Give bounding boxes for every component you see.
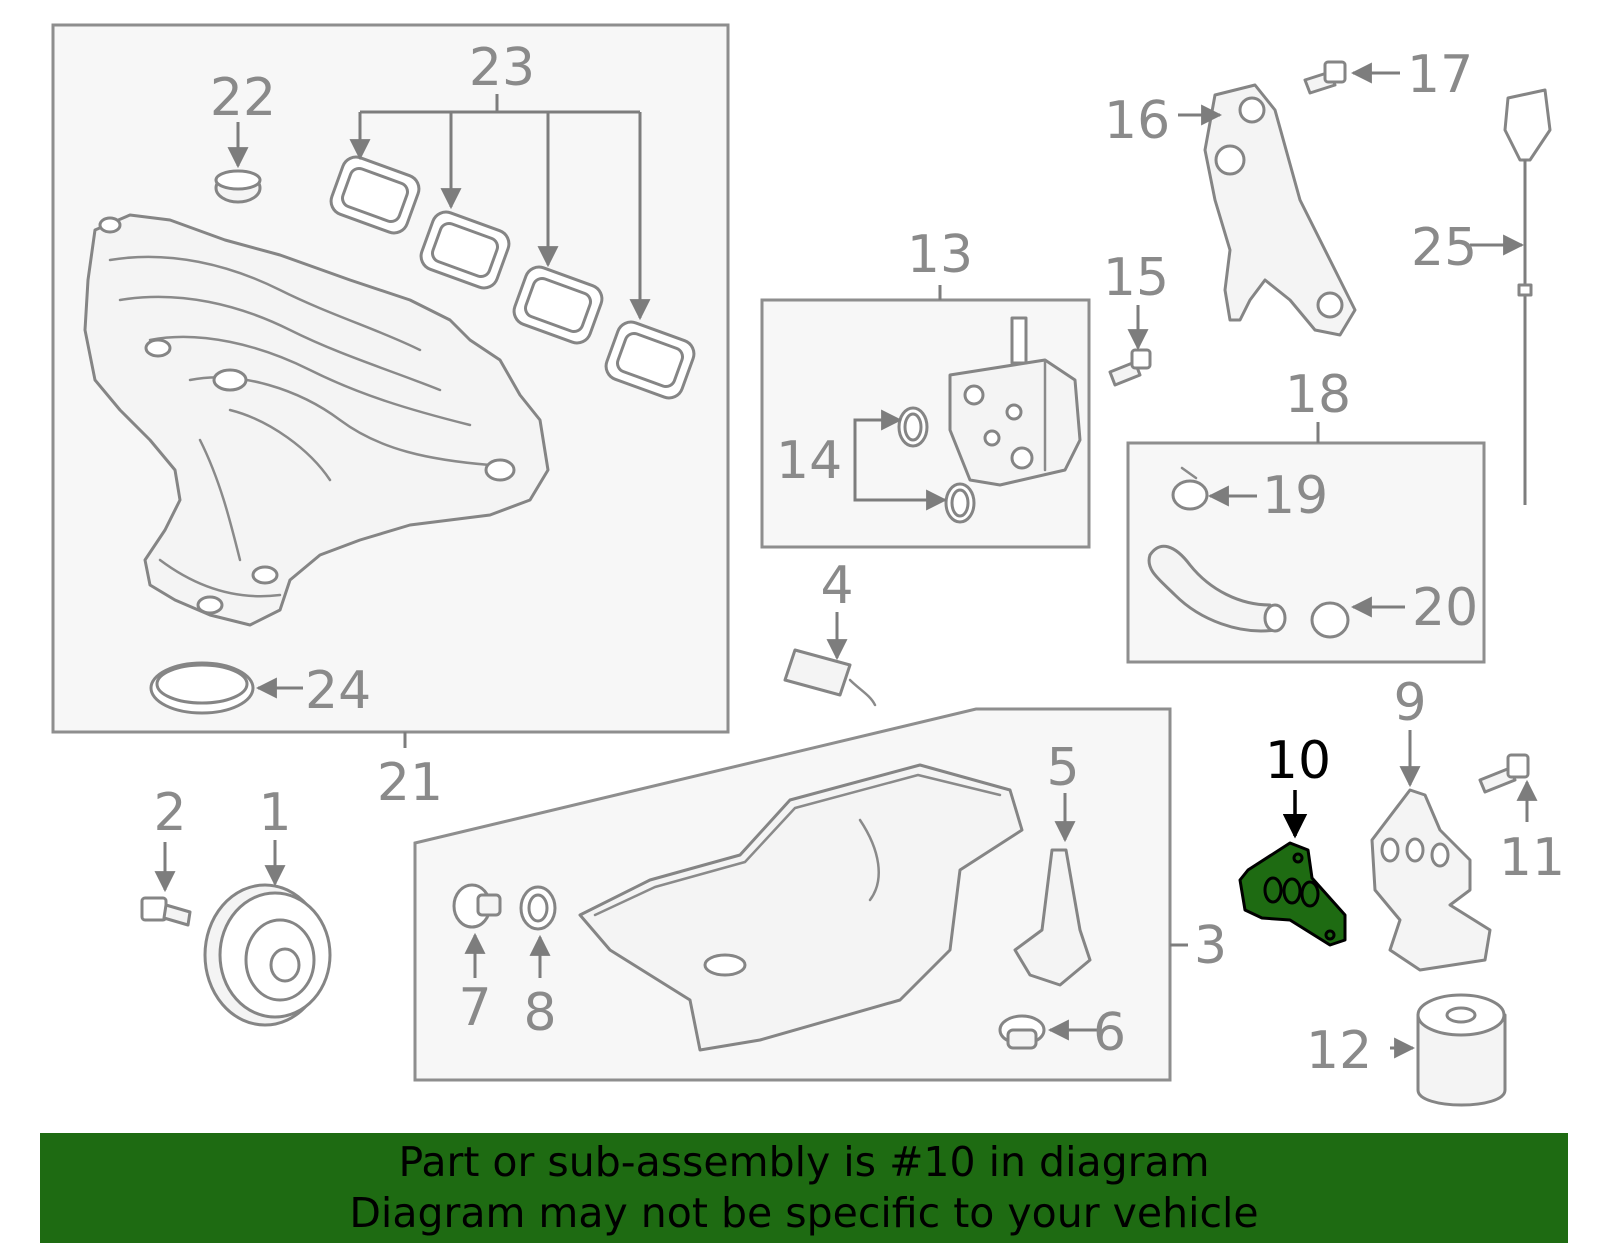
part-6-plug (998, 1014, 1046, 1050)
part-15-bolt (1108, 348, 1152, 387)
part-24-oring (149, 661, 255, 715)
callout-5: 5 (1046, 738, 1079, 798)
part-19-clamp (1171, 466, 1209, 511)
callout-21: 21 (377, 753, 443, 813)
part-22-cap (214, 169, 262, 204)
part-5-strainer (1013, 848, 1092, 987)
callout-2: 2 (153, 783, 186, 843)
callout-7: 7 (458, 978, 491, 1038)
callout-23: 23 (469, 38, 535, 98)
part-1-pulley (203, 883, 332, 1027)
callout-16: 16 (1104, 91, 1170, 151)
callout-14: 14 (776, 431, 842, 491)
banner-line-1: Part or sub-assembly is #10 in diagram (398, 1138, 1210, 1186)
part-9-adapter (1370, 788, 1492, 972)
part-8-washer (519, 885, 557, 931)
callout-19: 19 (1262, 466, 1328, 526)
callout-11: 11 (1499, 828, 1565, 888)
callout-9: 9 (1393, 673, 1426, 733)
part-11-bolt (1478, 753, 1530, 794)
part-10-gasket-highlighted (1238, 841, 1347, 947)
callout-24: 24 (305, 661, 371, 721)
part-7-drain-plug (452, 883, 502, 929)
banner-line-2: Diagram may not be specific to your vehi… (349, 1189, 1259, 1237)
part-12-oil-filter (1416, 993, 1507, 1107)
part-16-bracket (1203, 83, 1357, 337)
callout-8: 8 (523, 983, 556, 1043)
part-17-bolt (1303, 60, 1347, 95)
callout-15: 15 (1103, 248, 1169, 308)
part-14-orings (897, 406, 976, 524)
part-20-hose (1147, 544, 1350, 639)
intake-manifold-part (83, 213, 550, 627)
callout-22: 22 (210, 68, 276, 128)
hose-group-box (1126, 441, 1486, 664)
part-3-oil-pan (578, 763, 1024, 1052)
callout-10-highlighted: 10 (1265, 731, 1331, 791)
callout-13: 13 (907, 225, 973, 285)
part-4-sensor (783, 648, 877, 707)
leader-lines (154, 62, 1538, 1059)
callout-4: 4 (820, 556, 853, 616)
callout-25: 25 (1411, 218, 1477, 278)
callout-12: 12 (1306, 1021, 1372, 1081)
part-notice-banner: Part or sub-assembly is #10 in diagram D… (40, 1133, 1568, 1243)
callout-6: 6 (1093, 1003, 1126, 1063)
callout-20: 20 (1412, 578, 1478, 638)
callout-18: 18 (1285, 365, 1351, 425)
part-2-bolt (140, 896, 192, 927)
part-13-oil-cooler (948, 316, 1082, 487)
callout-3: 3 (1194, 916, 1227, 976)
callout-17: 17 (1407, 45, 1473, 105)
part-23-gaskets (329, 155, 696, 400)
callout-1: 1 (258, 783, 291, 843)
part-25-dipstick (1503, 88, 1552, 505)
